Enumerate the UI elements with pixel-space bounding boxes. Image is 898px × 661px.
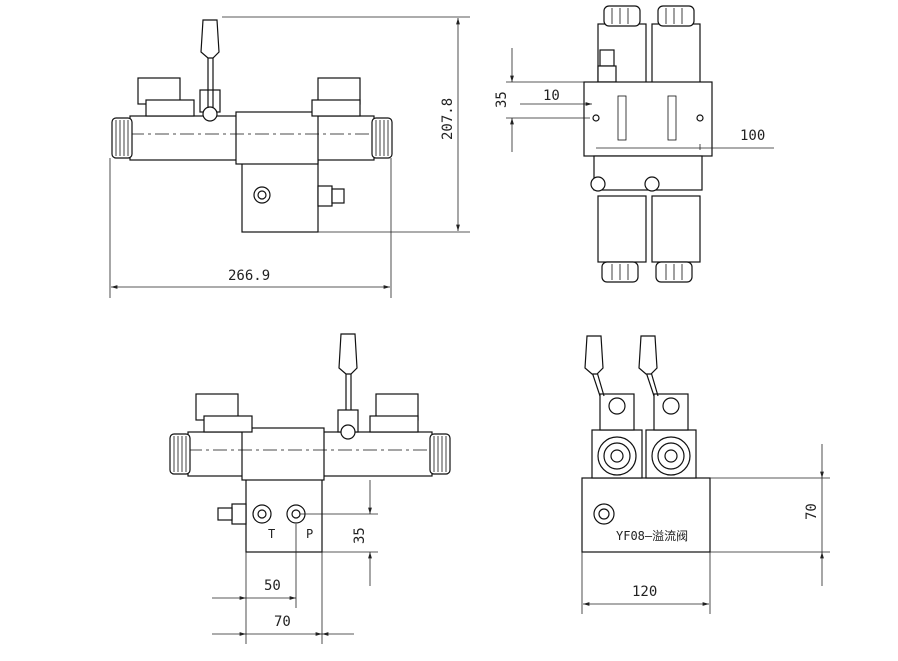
valve-head-left bbox=[597, 436, 637, 476]
side-valve-body bbox=[581, 477, 711, 553]
top-endcap-left bbox=[603, 5, 641, 27]
dim-port-pos: 50 bbox=[264, 578, 281, 594]
dim-port-spacing: 35 bbox=[352, 527, 368, 544]
valve-head-right bbox=[651, 436, 691, 476]
dim-width: 266.9 bbox=[228, 268, 270, 284]
manifold-block bbox=[583, 81, 713, 157]
dim-side-width: 120 bbox=[632, 584, 657, 600]
port-t-label: T bbox=[268, 527, 275, 541]
side-lever-left bbox=[584, 335, 604, 375]
dim-length: 100 bbox=[740, 128, 765, 144]
dim-side-height: 70 bbox=[804, 503, 820, 520]
dim-pitch: 35 bbox=[494, 91, 510, 108]
front-view: 207.8 266.9 bbox=[109, 16, 470, 298]
side-view: YF08—溢流阀 70 120 bbox=[581, 335, 830, 614]
port-fitting bbox=[253, 186, 271, 204]
dim-height: 207.8 bbox=[440, 98, 456, 140]
dim-body-width: 70 bbox=[274, 614, 291, 630]
lever-handle bbox=[200, 19, 220, 59]
right-endcap bbox=[371, 117, 393, 159]
top-view: 35 10 100 bbox=[494, 5, 774, 283]
relief-valve-port bbox=[593, 503, 615, 525]
port-t bbox=[252, 504, 272, 524]
rear-view: T P 35 bbox=[169, 333, 451, 644]
left-endcap bbox=[111, 117, 133, 159]
side-lever-right bbox=[638, 335, 658, 375]
top-endcap-right bbox=[657, 5, 695, 27]
valve-body bbox=[241, 159, 319, 233]
dim-offset: 10 bbox=[543, 88, 560, 104]
valve-label: YF08—溢流阀 bbox=[616, 529, 688, 543]
port-p-label: P bbox=[306, 527, 313, 541]
